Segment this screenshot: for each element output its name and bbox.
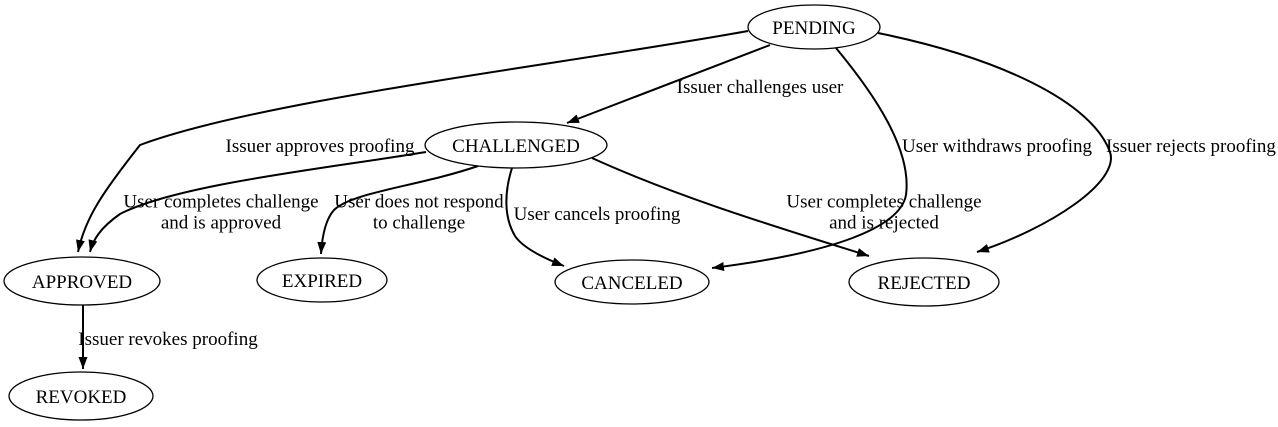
state-ellipse-canceled	[554, 259, 710, 305]
state-node-canceled: CANCELED	[554, 259, 710, 305]
state-node-revoked: REVOKED	[8, 371, 154, 421]
state-label-pending: PENDING	[772, 18, 856, 39]
edge-label-approved-to-revoked: Issuer revokes proofing	[78, 329, 258, 350]
state-ellipse-pending	[747, 4, 881, 50]
edge-label-pending-to-approved: Issuer approves proofing	[226, 136, 415, 157]
state-label-expired: EXPIRED	[282, 271, 362, 292]
edge-pending-to-approved	[76, 30, 749, 253]
state-ellipse-rejected	[848, 257, 1000, 307]
state-ellipse-challenged	[424, 121, 608, 169]
state-node-expired: EXPIRED	[256, 257, 388, 303]
state-label-approved: APPROVED	[32, 272, 132, 293]
edge-label-pending-to-canceled: User withdraws proofing	[902, 136, 1092, 157]
edge-label-pending-to-challenged: Issuer challenges user	[677, 77, 844, 98]
state-label-canceled: CANCELED	[581, 273, 682, 294]
edge-challenged-to-canceled	[505, 167, 565, 267]
edge-pending-to-challenged	[566, 44, 771, 124]
state-label-revoked: REVOKED	[36, 387, 127, 408]
nodes-layer: PENDING CHALLENGED APPROVED EXPIRED CANCELED…	[3, 4, 1000, 421]
state-ellipse-expired	[256, 257, 388, 303]
state-ellipse-revoked	[8, 371, 154, 421]
edge-challenged-to-expired	[317, 165, 479, 255]
state-node-challenged: CHALLENGED	[424, 121, 608, 169]
edge-label-pending-to-rejected: Issuer rejects proofing	[1106, 136, 1276, 157]
state-ellipse-approved	[3, 256, 161, 306]
state-node-approved: APPROVED	[3, 256, 161, 306]
state-node-pending: PENDING	[747, 4, 881, 50]
state-node-rejected: REJECTED	[848, 257, 1000, 307]
edges-layer	[76, 30, 1112, 369]
state-label-challenged: CHALLENGED	[452, 136, 580, 157]
edge-label-challenged-to-canceled: User cancels proofing	[514, 204, 681, 225]
edge-pending-to-canceled	[711, 47, 908, 271]
state-label-rejected: REJECTED	[878, 273, 971, 294]
edge-pending-to-rejected	[877, 32, 1112, 253]
edge-challenged-to-approved	[88, 151, 427, 253]
